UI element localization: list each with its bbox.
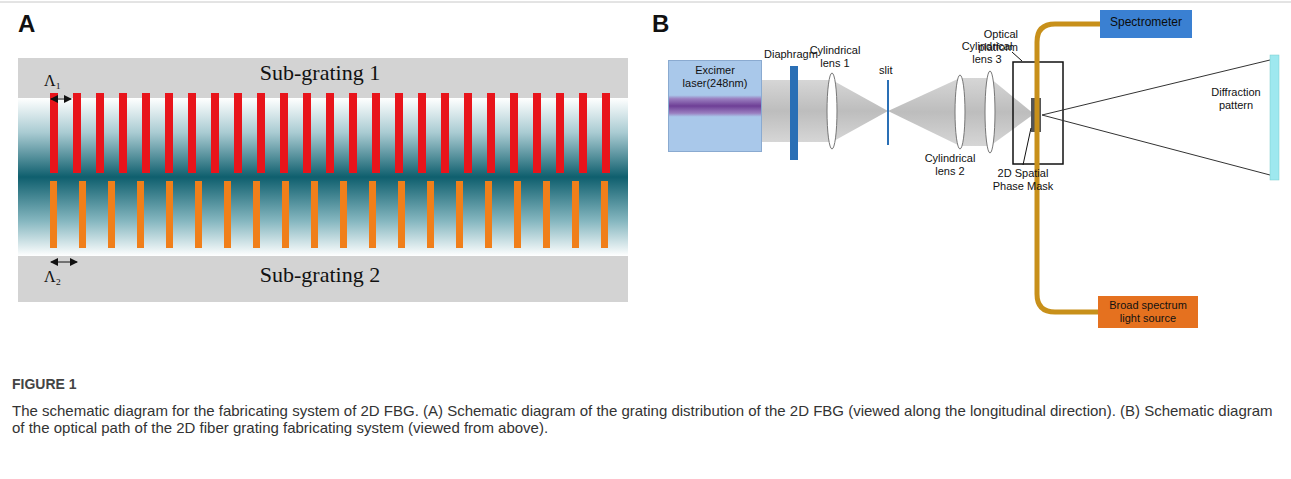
part-name: Optical platform xyxy=(960,28,1018,53)
node-text: Spectrometer xyxy=(1103,16,1189,30)
figure-caption: The schematic diagram for the fabricatin… xyxy=(12,402,1274,437)
period-arrow xyxy=(51,262,77,263)
cladding xyxy=(18,58,628,302)
diffraction-screen xyxy=(1270,55,1279,180)
part-name: Sub-grating 1 xyxy=(220,60,420,85)
laser-beam xyxy=(832,80,888,142)
part-name: Diffraction pattern xyxy=(1206,86,1266,111)
panel-letter: B xyxy=(652,10,669,38)
laser-beam xyxy=(888,78,960,146)
node-text: Broad spectrum light source xyxy=(1102,299,1194,324)
diffraction-ray xyxy=(1042,115,1270,175)
panel-letter: A xyxy=(18,10,35,38)
leader-line xyxy=(1023,128,1031,165)
light-source-box: Broad spectrum light source xyxy=(1098,296,1198,328)
figure-title: FIGURE 1 xyxy=(12,376,77,392)
sub-grating-bars xyxy=(50,93,610,173)
diffraction-ray xyxy=(1042,60,1270,115)
period-symbol: Λ₁ xyxy=(44,72,61,90)
laser-beam xyxy=(990,78,1034,146)
period-symbol: Λ₂ xyxy=(44,268,61,286)
cylindrical-lens xyxy=(827,73,837,149)
part-name: Cylindrical lens 2 xyxy=(918,152,982,177)
frame-line xyxy=(0,2,1291,3)
part-name: 2D Spatial Phase Mask xyxy=(985,167,1061,192)
cylindrical-lens xyxy=(955,75,965,149)
cylindrical-lens xyxy=(985,71,995,153)
sub-grating-bars xyxy=(50,181,610,248)
node-text: Excimer laser(248nm) xyxy=(673,64,757,89)
period-arrow xyxy=(51,99,71,100)
part-name: slit xyxy=(879,64,892,77)
laser-box: Excimer laser(248nm) xyxy=(668,60,762,152)
spectrometer-box: Spectrometer xyxy=(1100,10,1192,38)
leader-line xyxy=(1012,52,1022,61)
diaphragm xyxy=(790,66,798,160)
slit xyxy=(887,80,889,145)
part-name: Sub-grating 2 xyxy=(220,262,420,287)
part-name: Cylindrical lens 1 xyxy=(800,44,870,69)
